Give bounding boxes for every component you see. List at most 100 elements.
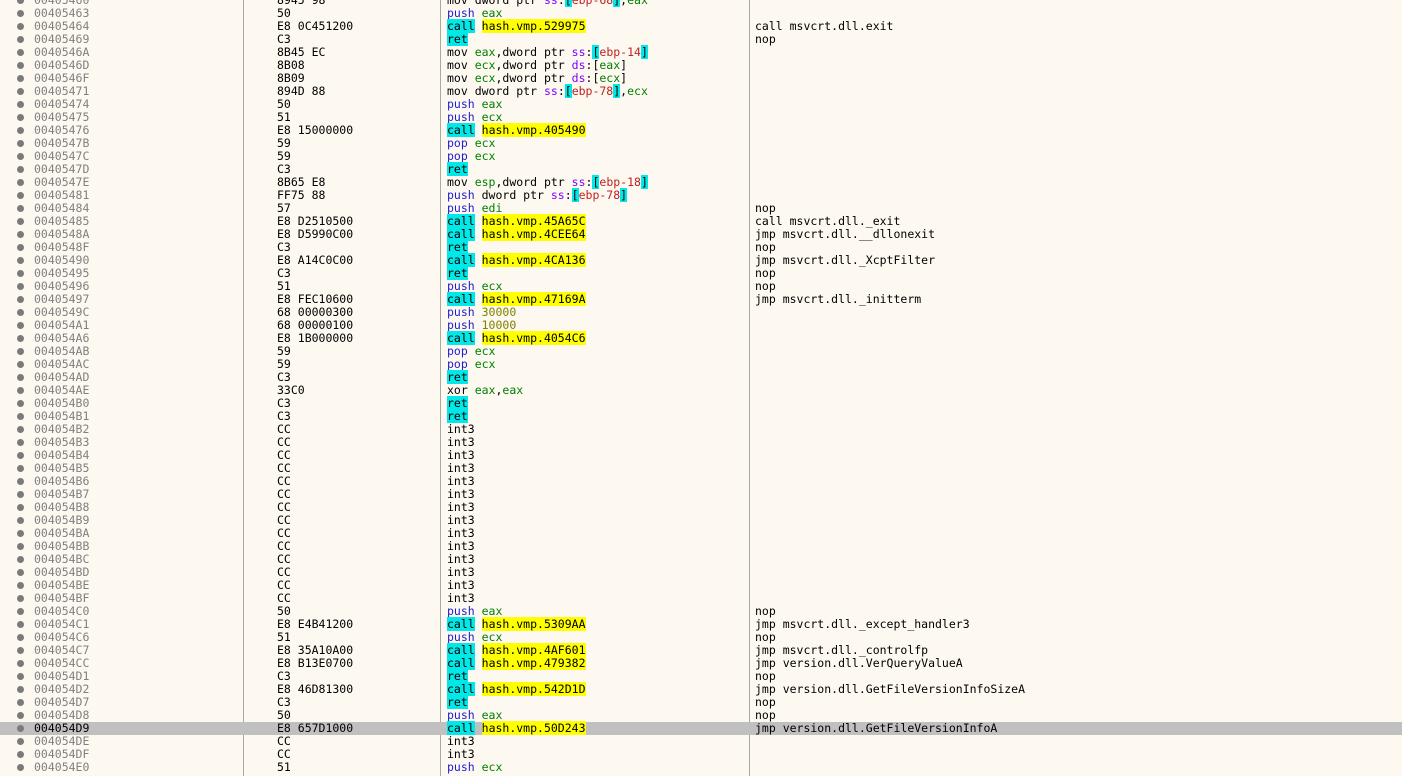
breakpoint-dot-icon[interactable] [17,608,24,615]
breakpoint-dot-icon[interactable] [17,192,24,199]
breakpoint-dot-icon[interactable] [17,543,24,550]
breakpoint-dot-icon[interactable] [17,478,24,485]
breakpoint-dot-icon[interactable] [17,673,24,680]
breakpoint-dot-icon[interactable] [17,361,24,368]
breakpoint-dot-icon[interactable] [17,62,24,69]
breakpoint-dot-icon[interactable] [17,556,24,563]
breakpoint-dot-icon[interactable] [17,257,24,264]
call-target[interactable]: hash.vmp.542D1D [481,682,586,696]
breakpoint-dot-icon[interactable] [17,387,24,394]
breakpoint-dot-icon[interactable] [17,36,24,43]
breakpoint-dot-icon[interactable] [17,23,24,30]
column-separator-disassembly[interactable] [749,0,750,776]
breakpoint-dot-icon[interactable] [17,426,24,433]
breakpoint-dot-icon[interactable] [17,712,24,719]
breakpoint-dot-icon[interactable] [17,582,24,589]
breakpoint-dot-icon[interactable] [17,465,24,472]
column-separator-address[interactable] [243,0,244,776]
breakpoint-dot-icon[interactable] [17,491,24,498]
breakpoint-dot-icon[interactable] [17,595,24,602]
breakpoint-dot-icon[interactable] [17,374,24,381]
breakpoint-dot-icon[interactable] [17,179,24,186]
call-target[interactable]: hash.vmp.4AF601 [481,643,586,657]
breakpoint-dot-icon[interactable] [17,764,24,771]
breakpoint-dot-icon[interactable] [17,504,24,511]
breakpoint-dot-icon[interactable] [17,660,24,667]
breakpoint-dot-icon[interactable] [17,569,24,576]
call-target[interactable]: hash.vmp.4054C6 [481,331,586,345]
call-target[interactable]: hash.vmp.479382 [481,656,586,670]
breakpoint-dot-icon[interactable] [17,270,24,277]
breakpoint-dot-icon[interactable] [17,335,24,342]
breakpoint-dot-icon[interactable] [17,166,24,173]
breakpoint-dot-icon[interactable] [17,218,24,225]
breakpoint-dot-icon[interactable] [17,244,24,251]
breakpoint-dot-icon[interactable] [17,101,24,108]
breakpoint-dot-icon[interactable] [17,400,24,407]
breakpoint-dot-icon[interactable] [17,517,24,524]
breakpoint-dot-icon[interactable] [17,439,24,446]
breakpoint-dot-icon[interactable] [17,686,24,693]
breakpoint-dot-icon[interactable] [17,75,24,82]
breakpoint-dot-icon[interactable] [17,647,24,654]
breakpoint-dot-icon[interactable] [17,10,24,17]
call-target[interactable]: hash.vmp.50D243 [481,721,586,735]
call-target[interactable]: hash.vmp.47169A [481,292,586,306]
call-target[interactable]: hash.vmp.405490 [481,123,586,137]
breakpoint-dot-icon[interactable] [17,738,24,745]
breakpoint-dot-icon[interactable] [17,634,24,641]
breakpoint-dot-icon[interactable] [17,153,24,160]
breakpoint-dot-icon[interactable] [17,231,24,238]
breakpoint-dot-icon[interactable] [17,296,24,303]
call-target[interactable]: hash.vmp.5309AA [481,617,586,631]
breakpoint-dot-icon[interactable] [17,309,24,316]
